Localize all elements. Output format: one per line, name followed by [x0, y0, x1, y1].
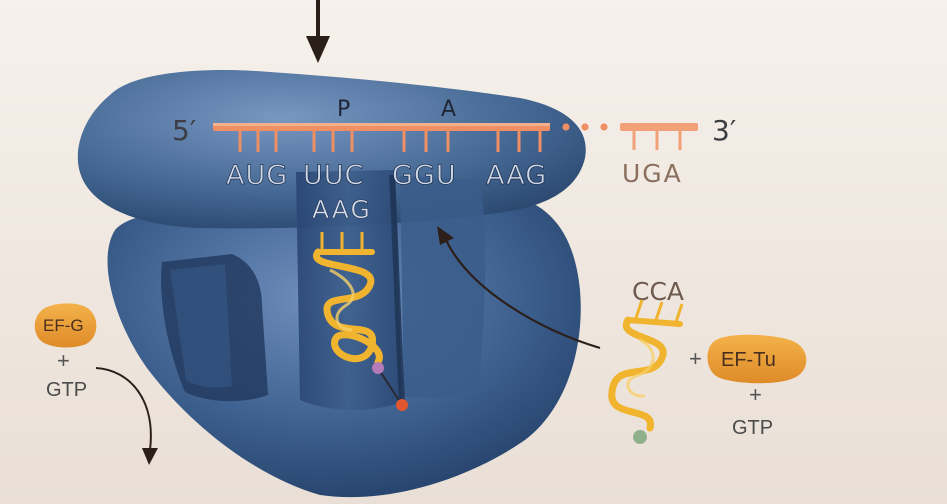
ef-g-label: EF-G [43, 316, 84, 335]
three-prime-label: 3′ [712, 114, 736, 147]
ef-g-gtp-label: GTP [46, 379, 87, 401]
ef-tu-plus-2: + [749, 382, 762, 407]
ef-tu-plus-1: + [689, 346, 702, 371]
codon-ggu: GGU [392, 160, 457, 191]
cca-end-label: CCA [632, 277, 684, 306]
a-site-tunnel [400, 176, 485, 398]
codon-aug: AUG [226, 160, 288, 191]
stop-codon-uga: UGA [622, 159, 683, 188]
amino-acid-purple [372, 362, 384, 374]
incoming-trna [612, 300, 682, 444]
ef-tu-label: EF-Tu [721, 349, 776, 371]
ef-g-arrow [96, 368, 158, 465]
amino-acid-red [396, 399, 408, 411]
ef-tu-gtp-label: GTP [732, 417, 773, 439]
amino-acid-green [633, 430, 647, 444]
anticodon-aag: AAG [312, 195, 372, 224]
p-site-label: P [337, 97, 350, 122]
five-prime-label: 5′ [172, 114, 196, 147]
codon-uuc: UUC [303, 160, 364, 191]
top-arrow [306, 0, 330, 63]
a-site-label: A [441, 97, 456, 122]
ef-g-plus: + [57, 348, 70, 373]
codon-aag: AAG [486, 160, 547, 191]
